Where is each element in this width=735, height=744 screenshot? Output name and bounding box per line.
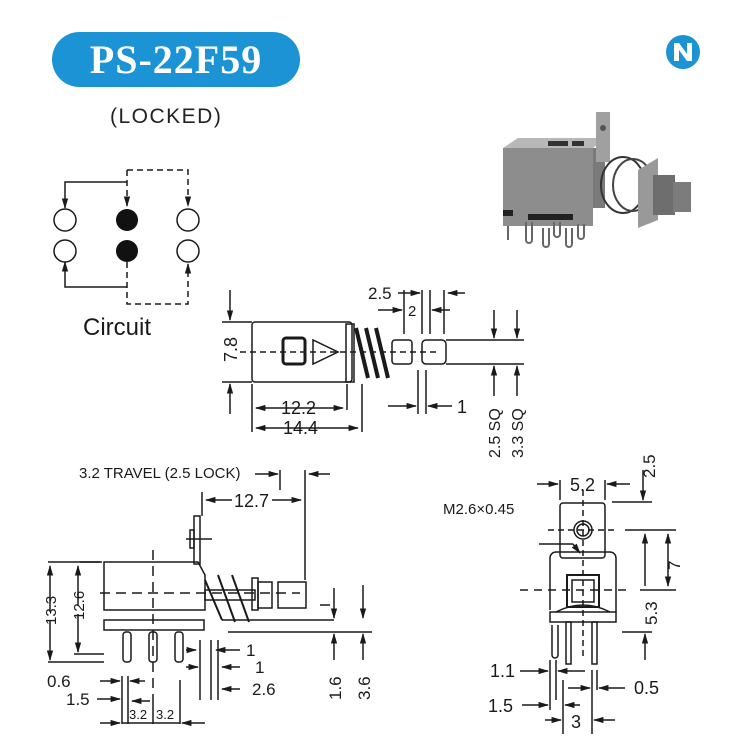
dim-v-b: 5.3	[642, 601, 661, 625]
dim-sq-outer: 3.3 SQ	[510, 408, 527, 458]
dim-pin-pitch: 3	[571, 712, 581, 732]
dim-gap-c: 1	[457, 397, 467, 417]
dim-pin-b: 1.5	[488, 696, 513, 716]
product-photo	[503, 112, 691, 248]
dim-tab-a: 1	[246, 641, 255, 660]
dim-height: 7.8	[221, 337, 241, 362]
model-title-badge: PS-22F59	[52, 32, 300, 87]
terminal-open	[53, 239, 77, 263]
brand-logo-icon	[666, 35, 700, 69]
terminal-filled	[116, 240, 138, 262]
terminal-open	[176, 208, 200, 232]
terminal-open	[176, 239, 200, 263]
dim-tab-c: 2.6	[252, 680, 276, 699]
dim-h-total: 13.3	[43, 596, 60, 625]
dim-bracket-to-tip: 12.7	[234, 491, 269, 511]
thread-note: M2.6×0.45	[443, 501, 514, 518]
dim-bracket-width: 5.2	[570, 475, 595, 495]
locked-subtitle: (LOCKED)	[110, 105, 223, 128]
terminal-open	[53, 208, 77, 232]
dim-pin-c: 0.5	[634, 678, 659, 698]
circuit-label: Circuit	[83, 314, 151, 341]
model-title: PS-22F59	[89, 37, 263, 82]
top-view	[222, 289, 524, 432]
dim-gap-b: 2	[408, 303, 416, 320]
dim-base-b: 3.6	[355, 676, 374, 700]
circuit-terminals	[53, 208, 200, 263]
dim-base-a: 1.6	[326, 676, 345, 700]
dim-sq-inner: 2.5 SQ	[487, 408, 504, 458]
dim-top-offset: 2.5	[640, 454, 659, 478]
travel-note: 3.2 TRAVEL (2.5 LOCK)	[79, 465, 240, 482]
dim-v-a: 7	[665, 561, 684, 570]
side-view	[46, 470, 372, 727]
terminal-filled	[116, 209, 138, 231]
dim-pin-offset: 1.5	[66, 690, 90, 709]
circuit-diagram	[61, 169, 192, 305]
dim-pin-width: 0.6	[47, 672, 71, 691]
dim-pitch-b: 3.2	[156, 707, 174, 722]
front-view	[520, 470, 676, 734]
dim-pin-a: 1.1	[490, 661, 515, 681]
dim-gap-a: 2.5	[368, 284, 392, 303]
dim-h-body: 12.6	[71, 591, 88, 620]
dim-tab-b: 1	[255, 658, 264, 677]
dim-pitch-a: 3.2	[129, 707, 147, 722]
dim-total-len: 14.4	[283, 418, 318, 438]
dim-body-len: 12.2	[281, 398, 316, 418]
